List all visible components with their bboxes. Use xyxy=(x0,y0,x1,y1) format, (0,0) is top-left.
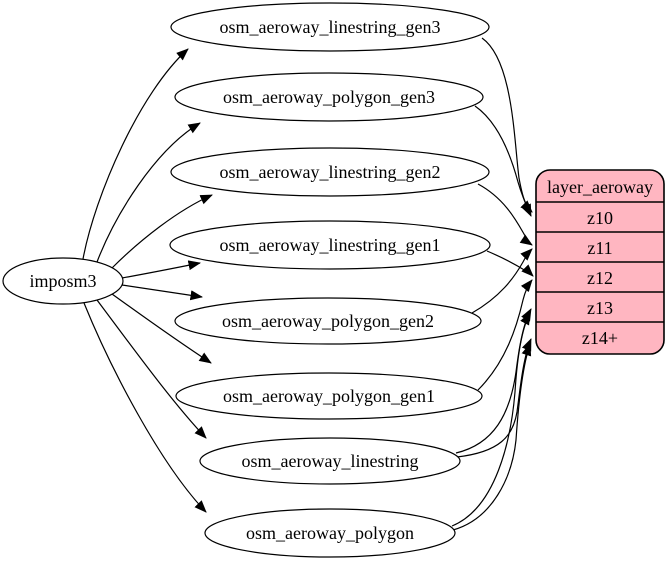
record-layer-aeroway: layer_aeroway z10 z11 z12 z13 z14+ xyxy=(535,169,665,355)
node-osm-aeroway-polygon-gen3-shape xyxy=(174,72,484,122)
record-row-z10: z10 xyxy=(587,208,613,228)
edge-imposm3-to-osm-aeroway-linestring-gen3 xyxy=(82,48,189,260)
record-row-z14: z14+ xyxy=(582,328,618,348)
node-osm-aeroway-linestring-label: osm_aeroway_linestring xyxy=(242,451,419,471)
edge-osm-aeroway-polygon-gen2-to-z11 xyxy=(471,248,533,314)
edge-imposm3-to-osm-aeroway-polygon-gen2 xyxy=(121,284,203,301)
node-osm-aeroway-linestring: osm_aeroway_linestring xyxy=(199,437,461,485)
edges-to-layer-record xyxy=(451,37,534,531)
record-row-z13: z13 xyxy=(587,298,613,318)
node-osm-aeroway-polygon-gen3: osm_aeroway_polygon_gen3 xyxy=(174,72,484,122)
node-osm-aeroway-linestring-gen1-shape xyxy=(169,220,491,270)
edge-osm-aeroway-polygon-to-z13 xyxy=(451,312,531,527)
node-osm-aeroway-polygon-gen2: osm_aeroway_polygon_gen2 xyxy=(174,297,482,345)
edge-osm-aeroway-linestring-gen2-to-z11 xyxy=(477,183,533,246)
node-osm-aeroway-linestring-gen3-shape xyxy=(170,2,490,52)
node-imposm3-shape xyxy=(2,257,124,305)
node-imposm3-label: imposm3 xyxy=(29,271,96,291)
record-title: layer_aeroway xyxy=(547,177,653,197)
edge-imposm3-to-osm-aeroway-linestring xyxy=(96,299,207,439)
node-osm-aeroway-linestring-gen3-label: osm_aeroway_linestring_gen3 xyxy=(220,17,441,37)
node-imposm3: imposm3 xyxy=(2,257,124,305)
edge-osm-aeroway-linestring-gen3-to-z10 xyxy=(481,37,533,213)
edge-imposm3-to-osm-aeroway-polygon-gen1 xyxy=(111,293,212,364)
node-osm-aeroway-linestring-gen2-label: osm_aeroway_linestring_gen2 xyxy=(220,162,441,182)
node-osm-aeroway-linestring-gen1: osm_aeroway_linestring_gen1 xyxy=(169,220,491,270)
node-osm-aeroway-polygon-gen1-label: osm_aeroway_polygon_gen1 xyxy=(223,386,435,406)
node-osm-aeroway-linestring-gen1-label: osm_aeroway_linestring_gen1 xyxy=(220,235,441,255)
node-osm-aeroway-polygon-gen1-shape xyxy=(175,372,483,420)
edge-osm-aeroway-polygon-to-z14 xyxy=(452,343,532,531)
node-osm-aeroway-polygon-shape xyxy=(204,508,456,558)
edge-imposm3-to-osm-aeroway-linestring-gen2 xyxy=(111,194,213,269)
edges-from-imposm3 xyxy=(82,48,213,513)
node-osm-aeroway-polygon-gen2-shape xyxy=(174,297,482,345)
edge-osm-aeroway-polygon-gen3-to-z10 xyxy=(474,105,532,217)
node-osm-aeroway-polygon-label: osm_aeroway_polygon xyxy=(246,523,414,543)
record-row-z12: z12 xyxy=(587,268,613,288)
edge-imposm3-to-osm-aeroway-linestring-gen1 xyxy=(121,260,201,279)
node-osm-aeroway-linestring-shape xyxy=(199,437,461,485)
edge-imposm3-to-osm-aeroway-polygon xyxy=(83,302,207,513)
record-row-z11: z11 xyxy=(587,238,612,258)
node-osm-aeroway-polygon: osm_aeroway_polygon xyxy=(204,508,456,558)
edge-imposm3-to-osm-aeroway-polygon-gen3 xyxy=(96,122,201,263)
node-osm-aeroway-polygon-gen3-label: osm_aeroway_polygon_gen3 xyxy=(223,87,435,107)
node-osm-aeroway-linestring-gen3: osm_aeroway_linestring_gen3 xyxy=(170,2,490,52)
node-osm-aeroway-linestring-gen2: osm_aeroway_linestring_gen2 xyxy=(170,147,490,197)
node-osm-aeroway-polygon-gen2-label: osm_aeroway_polygon_gen2 xyxy=(222,311,434,331)
node-osm-aeroway-polygon-gen1: osm_aeroway_polygon_gen1 xyxy=(175,372,483,420)
edge-osm-aeroway-linestring-gen1-to-z12 xyxy=(486,250,534,277)
node-osm-aeroway-linestring-gen2-shape xyxy=(170,147,490,197)
edge-osm-aeroway-linestring-to-z14 xyxy=(456,338,532,458)
edge-osm-aeroway-polygon-gen1-to-z12 xyxy=(477,279,533,391)
